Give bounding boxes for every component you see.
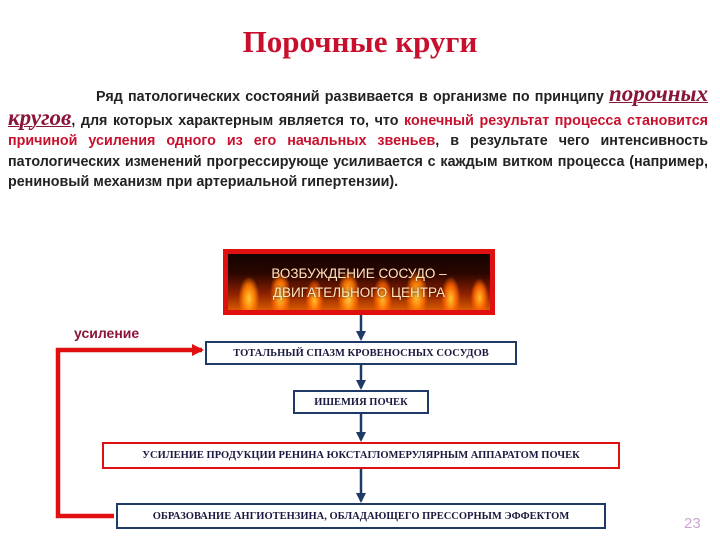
intro-part-2: , для которых характерным является то, ч… (71, 112, 405, 129)
slide-number: 23 (684, 515, 701, 532)
feedback-loop-arrow (55, 344, 204, 519)
feedback-label: усиление (74, 325, 140, 341)
node-angiotensin-label: ОБРАЗОВАНИЕ АНГИОТЕНЗИНА, ОБЛАДАЮЩЕГО ПР… (152, 510, 570, 522)
node-vessel-spasm: ТОТАЛЬНЫЙ СПАЗМ КРОВЕНОСНЫХ СОСУДОВ (205, 341, 517, 365)
start-node-fire: ВОЗБУЖДЕНИЕ СОСУДО – ДВИГАТЕЛЬНОГО ЦЕНТР… (223, 249, 495, 315)
intro-red-phrase-2: результат процесса становится причиной у… (8, 112, 709, 150)
node-kidney-ischemia: ИШЕМИЯ ПОЧЕК (293, 390, 429, 414)
intro-highlight-term: порочных кругов (8, 81, 708, 130)
intro-paragraph: Ряд патологических состояний развивается… (8, 81, 709, 193)
node-kidney-ischemia-label: ИШЕМИЯ ПОЧЕК (314, 396, 408, 408)
intro-red-phrase-1: конечный (404, 112, 474, 129)
start-node-label: ВОЗБУЖДЕНИЕ СОСУДО – ДВИГАТЕЛЬНОГО ЦЕНТР… (271, 266, 447, 300)
node-angiotensin: ОБРАЗОВАНИЕ АНГИОТЕНЗИНА, ОБЛАДАЮЩЕГО ПР… (116, 503, 606, 529)
node-renin-production-label: УСИЛЕНИЕ ПРОДУКЦИИ РЕНИНА ЮКСТАГЛОМЕРУЛЯ… (142, 450, 580, 461)
intro-part-3: , в результате чего интенсивность патоло… (8, 133, 708, 190)
slide-title: Порочные круги (242, 24, 478, 59)
node-renin-production: УСИЛЕНИЕ ПРОДУКЦИИ РЕНИНА ЮКСТАГЛОМЕРУЛЯ… (102, 442, 620, 469)
node-vessel-spasm-label: ТОТАЛЬНЫЙ СПАЗМ КРОВЕНОСНЫХ СОСУДОВ (233, 347, 489, 359)
intro-line-1: Ряд патологических состояний развивается… (96, 89, 604, 105)
